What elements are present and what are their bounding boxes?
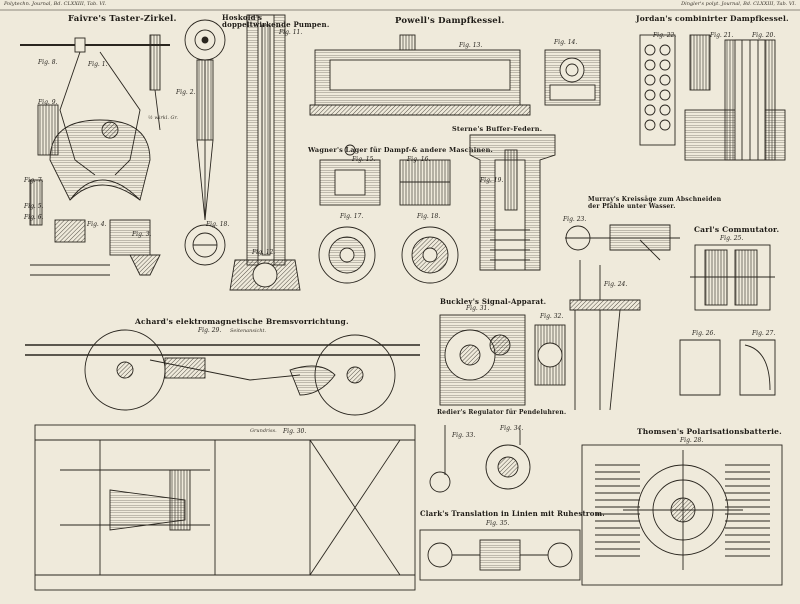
title-clark: Clark's Translation in Linien mit Ruhest… xyxy=(420,509,605,518)
fig-label-8: Fig. 8. xyxy=(38,59,58,66)
fig-label-13: Fig. 13. xyxy=(459,42,483,49)
fig-label-22: Fig. 22. xyxy=(653,32,677,39)
fig-label-14: Fig. 14. xyxy=(554,39,578,46)
fig-label-29: Fig. 29. xyxy=(198,327,222,334)
title-thomson: Thomsen's Polarisationsbatterie. xyxy=(637,427,782,436)
title-carl: Carl's Commutator. xyxy=(694,225,780,234)
fig-label-32: Fig. 32. xyxy=(540,313,564,320)
fig-label-30: Fig. 30. xyxy=(283,428,307,435)
title-murray: Murray's Kreissäge zum Abschneiden der P… xyxy=(588,196,722,210)
fig-label-16: Fig. 16. xyxy=(407,156,431,163)
header-left: Polytechn. Journal, Bd. CLXXIII, Tab. VI… xyxy=(4,1,107,7)
fig-label-26: Fig. 26. xyxy=(692,330,716,337)
fig-label-7: Fig. 7. xyxy=(24,177,44,184)
fig-label-28: Fig. 28. xyxy=(680,437,704,444)
plan-view-note: Grundriss. xyxy=(250,428,277,434)
title-buckley: Buckley's Signal-Apparat. xyxy=(440,297,547,306)
fig-label-18a: Fig. 18. xyxy=(206,221,230,228)
fig-label-21: Fig. 21. xyxy=(710,32,734,39)
fig-label-35: Fig. 35. xyxy=(486,520,510,527)
title-faivre: Faivre's Taster-Zirkel. xyxy=(68,14,177,24)
fig-label-31: Fig. 31. xyxy=(466,305,490,312)
fig-label-9: Fig. 9. xyxy=(38,99,58,106)
fig-label-6: Fig. 6. xyxy=(24,214,44,221)
fig-label-27: Fig. 27. xyxy=(752,330,776,337)
fig-label-5: Fig. 5. xyxy=(24,203,44,210)
fig-label-23: Fig. 23. xyxy=(563,216,587,223)
fig-label-20: Fig. 20. xyxy=(752,32,776,39)
scale-note: ½ wirkl. Gr. xyxy=(148,115,178,121)
fig-label-17: Fig. 17. xyxy=(340,213,364,220)
side-view-note: Seitenansicht. xyxy=(230,328,267,334)
title-achard: Achard's elektromagnetische Bremsvorrich… xyxy=(135,317,349,326)
fig-label-12: Fig. 12. xyxy=(252,249,276,256)
fig-label-19: Fig. 19. xyxy=(480,177,504,184)
fig-label-25: Fig. 25. xyxy=(720,235,744,242)
fig-label-15: Fig. 15. xyxy=(352,156,376,163)
title-redier: Redier's Regulator für Pendeluhren. xyxy=(437,409,567,416)
title-powell: Powell's Dampfkessel. xyxy=(395,16,505,26)
header-right: Dingler's polyt. Journal, Bd. CLXXIII, T… xyxy=(681,1,796,7)
title-hoskold: Hoskold's doppeltwirkende Pumpen. xyxy=(222,13,330,29)
fig-label-3: Fig. 3. xyxy=(132,231,152,238)
title-sterne: Sterne's Buffer-Federn. xyxy=(452,125,543,133)
fig-label-24: Fig. 24. xyxy=(604,281,628,288)
fig-label-33: Fig. 33. xyxy=(452,432,476,439)
fig-label-1: Fig. 1. xyxy=(88,61,108,68)
title-jordan: Jordan's combinirter Dampfkessel. xyxy=(636,14,789,23)
fig-label-18b: Fig. 18. xyxy=(417,213,441,220)
fig-label-2: Fig. 2. xyxy=(176,89,196,96)
fig-label-34: Fig. 34. xyxy=(500,425,524,432)
fig-label-4: Fig. 4. xyxy=(87,221,107,228)
fig-label-11: Fig. 11. xyxy=(279,29,303,36)
title-wagner: Wagner's Lager für Dampf-& andere Maschi… xyxy=(308,146,494,154)
